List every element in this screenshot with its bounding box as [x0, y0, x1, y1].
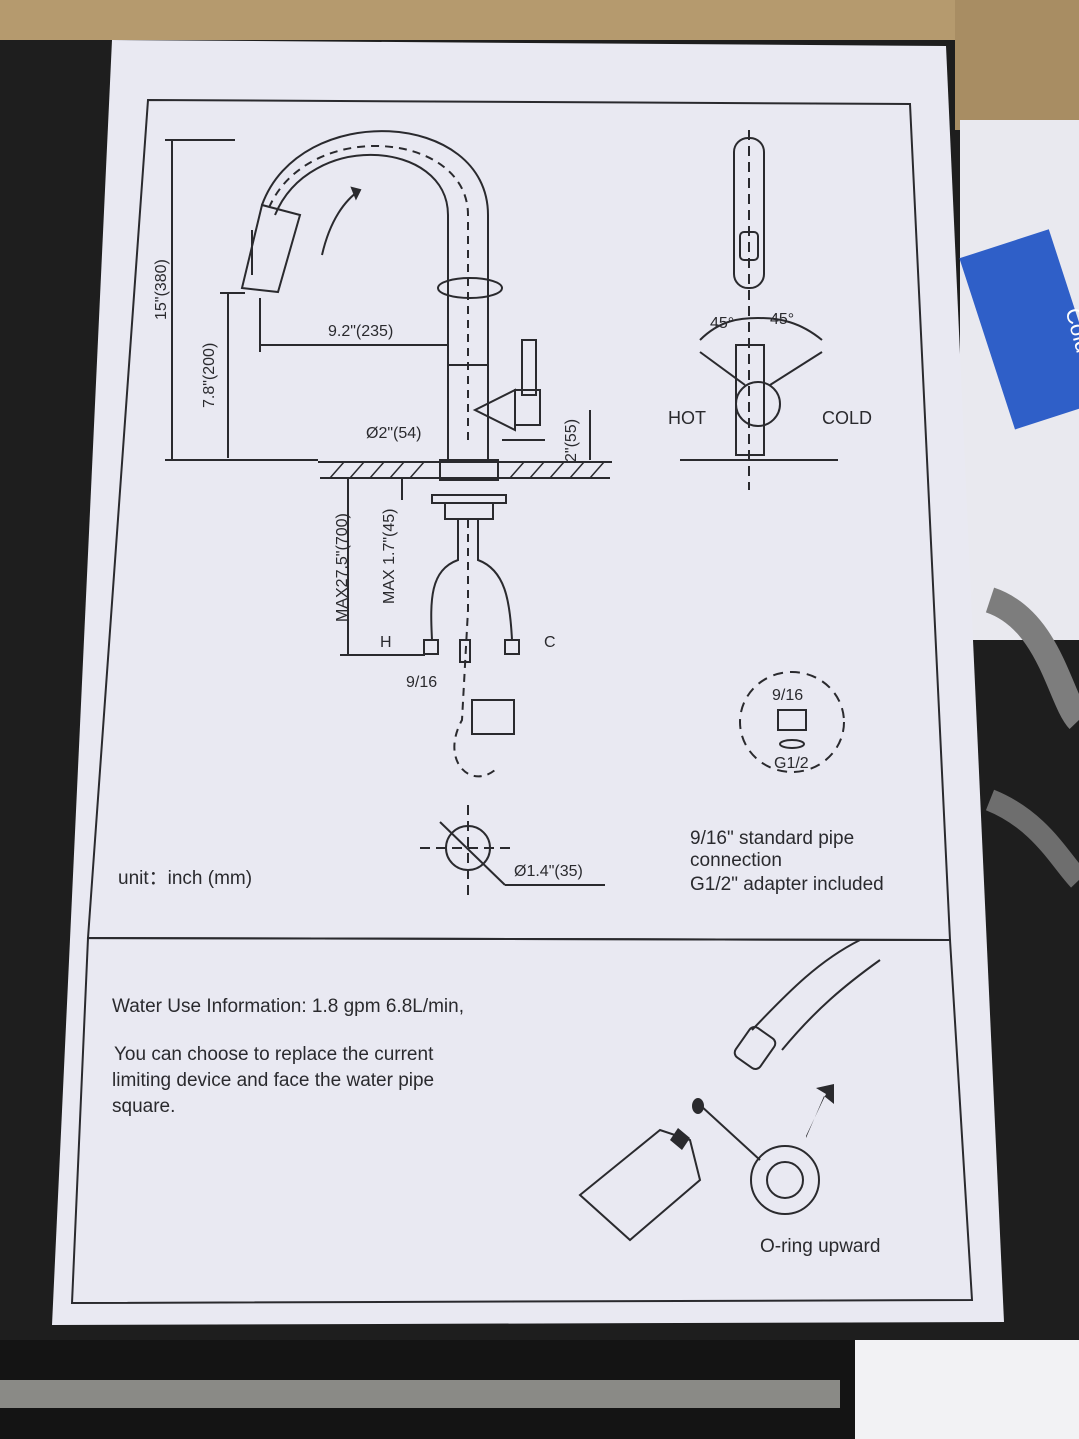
front-spray-button [739, 231, 759, 261]
faucet-side-view [165, 130, 612, 895]
label-cold: COLD [822, 408, 872, 428]
lower-frame [70, 936, 974, 1305]
adapter-bottom: G1/2 [774, 755, 809, 772]
label-c: C [544, 634, 556, 651]
front-handle-base [735, 381, 781, 427]
paper-sheet [52, 40, 1004, 1325]
water-info-line2: limiting device and face the water pipe [112, 1070, 434, 1091]
spout-outer-2 [261, 130, 489, 460]
cardboard-corner [955, 0, 1079, 130]
deck-hatching [329, 461, 605, 479]
blue-hose-tag [959, 229, 1079, 430]
faucet-front-view [680, 130, 838, 490]
adapter-washer-icon [779, 739, 805, 749]
dim-base-diameter: Ø2"(54) [366, 425, 421, 442]
spout-outer [274, 154, 449, 460]
dim-spout-height: 7.8"(200) [201, 343, 218, 408]
mount-nut [439, 459, 499, 481]
dim-total-height: 15"(380) [153, 259, 170, 320]
dim-hole-diameter: Ø1.4"(35) [514, 863, 583, 880]
cold-connector [504, 639, 520, 655]
mount-lock [444, 502, 494, 520]
spout-centerline [267, 144, 469, 440]
hot-hose [430, 520, 459, 641]
angle-arc-right [757, 317, 823, 341]
spray-head [240, 203, 302, 294]
dim-max-deck: MAX 1.7"(45) [381, 509, 398, 605]
cardboard-top-edge [0, 0, 1079, 40]
upward-arrow-icon [806, 1084, 834, 1138]
center-connector [459, 639, 471, 663]
angle-right: 45° [770, 311, 794, 328]
hose-end-top [751, 939, 861, 1031]
white-card [855, 1340, 1079, 1439]
swivel-arrow [437, 277, 503, 299]
adapter-nut-icon [777, 709, 807, 731]
hot-connector [423, 639, 439, 655]
unit-label: unit：inch (mm) [118, 868, 252, 889]
adapter-detail [739, 671, 845, 773]
flow-restrictor-illustration [578, 939, 881, 1242]
label-connector: 9/16 [406, 674, 437, 691]
restrictor-outer [750, 1145, 820, 1215]
dim-max-hose: MAX27.5"(700) [334, 513, 351, 622]
handle-lever [521, 339, 537, 396]
hose-weight [471, 699, 515, 735]
water-info-heading: Water Use Information: 1.8 gpm 6.8L/min, [112, 996, 464, 1017]
pullout-hose [453, 520, 496, 778]
spray-head-outline [578, 1128, 702, 1242]
braided-hose [985, 587, 1079, 729]
o-ring-icon [692, 1098, 704, 1114]
metal-rod [0, 1380, 840, 1408]
restrictor-inner [766, 1161, 804, 1199]
pipe-note-line2: connection [690, 850, 782, 871]
adapter-top: 9/16 [772, 687, 803, 704]
water-info-line3: square. [112, 1096, 175, 1117]
label-h: H [380, 634, 392, 651]
angle-left: 45° [710, 315, 734, 332]
braided-hose-2 [985, 789, 1079, 888]
angle-arc-left [699, 317, 759, 341]
cold-hose [477, 520, 513, 641]
adapter-circle [739, 671, 845, 773]
dim-reach: 9.2"(235) [328, 323, 393, 340]
hose-end-connector [733, 1026, 777, 1070]
water-info-line1: You can choose to replace the current [114, 1044, 434, 1065]
label-hot: HOT [668, 408, 706, 428]
spray-head-cap [670, 1128, 690, 1150]
dim-base-height: 2"(55) [563, 419, 580, 462]
o-ring-label: O-ring upward [760, 1236, 880, 1257]
pipe-note-line1: 9/16" standard pipe [690, 828, 854, 849]
pipe-note-line3: G1/2" adapter included [690, 874, 884, 895]
handle-base [514, 389, 541, 426]
